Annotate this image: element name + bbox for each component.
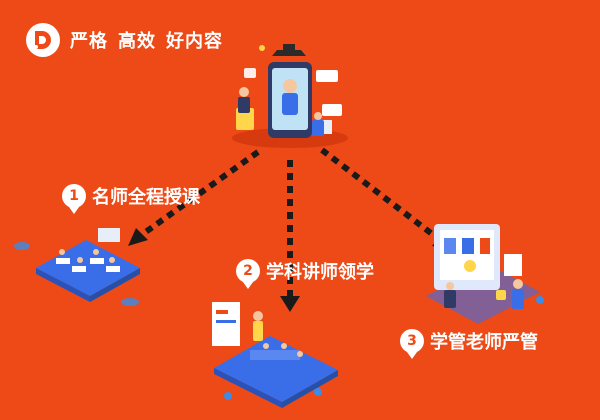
slogan: 严格 高效 好内容: [70, 27, 223, 53]
arrow-to-step2: [280, 160, 300, 312]
teacher-in-phone-illustration: [232, 44, 348, 148]
step-1-number-badge: 1: [62, 184, 86, 214]
arrow-to-step3: [320, 147, 452, 250]
step-1: 1 名师全程授课: [62, 183, 200, 214]
brand-header: 严格 高效 好内容: [26, 20, 223, 60]
arrow-to-step1: [128, 149, 260, 246]
d-logo-icon: [26, 23, 60, 57]
slogan-word-2: 高效: [118, 31, 156, 52]
slogan-word-1: 严格: [70, 31, 108, 52]
step-3-number-badge: 3: [400, 329, 424, 359]
step-3: 3 学管老师严管: [400, 328, 538, 359]
meeting-illustration: [212, 302, 338, 408]
step-2-number-badge: 2: [236, 259, 260, 289]
step-2-label: 学科讲师领学: [266, 262, 374, 283]
step-2: 2 学科讲师领学: [236, 258, 374, 289]
classroom-illustration: [14, 228, 140, 306]
slogan-word-3: 好内容: [166, 31, 223, 52]
step-3-label: 学管老师严管: [430, 332, 538, 353]
step-1-label: 名师全程授课: [92, 187, 200, 208]
dashboard-illustration: [426, 224, 544, 324]
